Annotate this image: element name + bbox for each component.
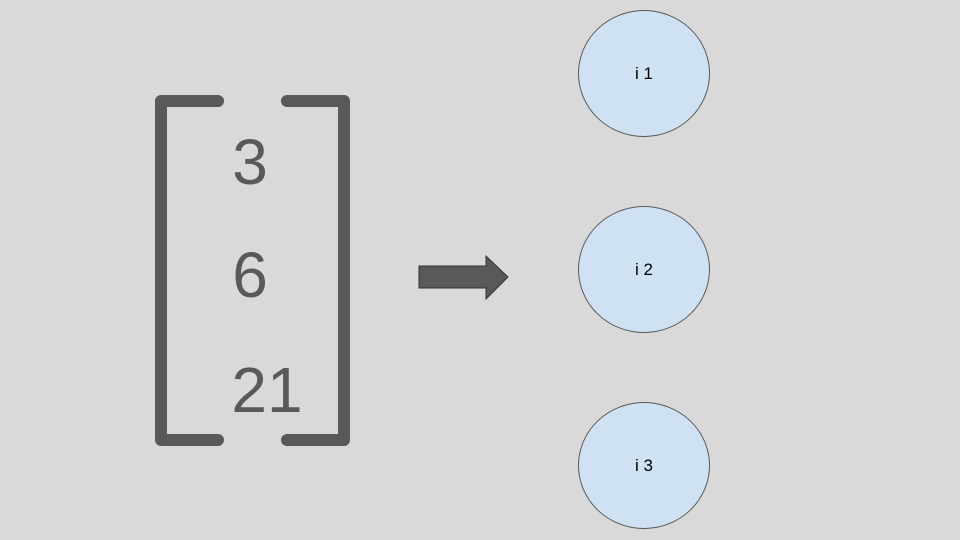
input-node-label: i 3	[635, 455, 653, 475]
input-node-label: i 2	[635, 259, 653, 279]
input-node-3: i 3	[578, 402, 710, 529]
right-arrow-icon	[418, 254, 509, 301]
input-node-1: i 1	[578, 10, 710, 137]
input-node-2: i 2	[578, 206, 710, 333]
vector-value-3: 21	[231, 354, 303, 426]
right-bracket	[281, 95, 350, 446]
vector-value-1: 3	[232, 126, 268, 198]
input-node-label: i 1	[635, 63, 653, 83]
vector-value-2: 6	[232, 239, 268, 311]
left-bracket	[155, 95, 224, 446]
